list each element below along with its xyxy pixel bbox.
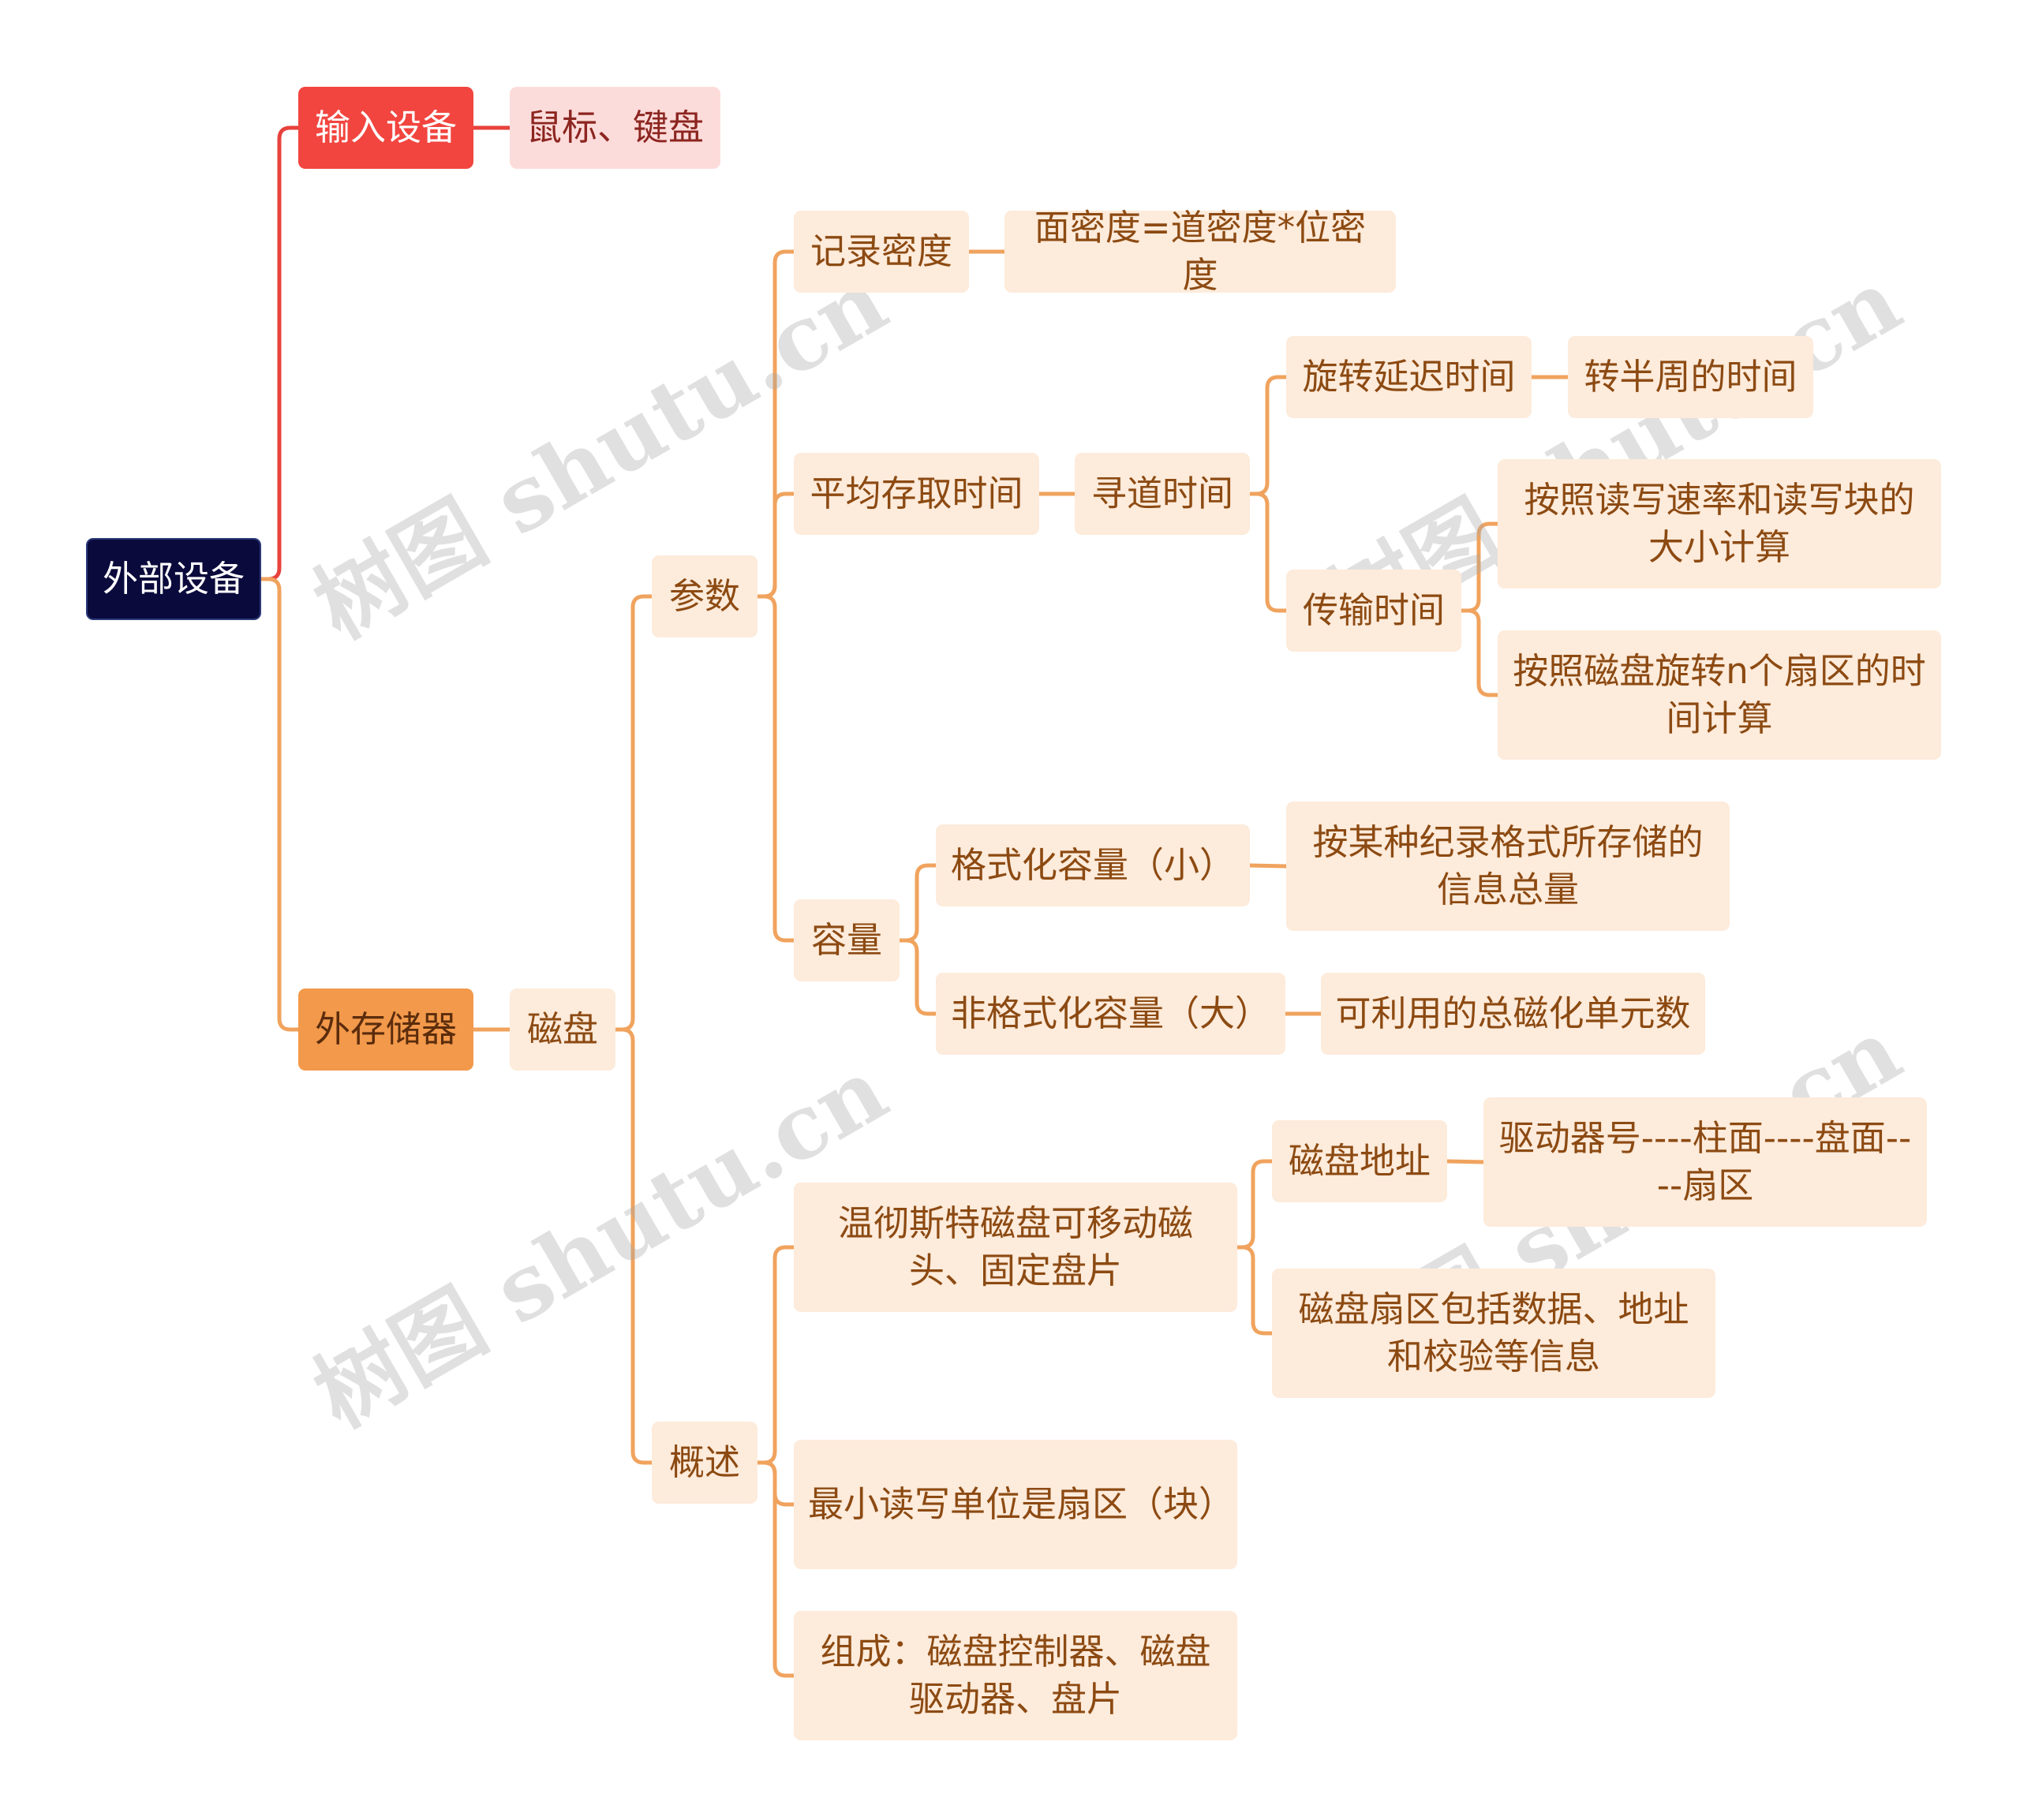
areal-density-formula-node[interactable]: 面密度=道密度*位密度 xyxy=(1004,207,1396,296)
parameters-node[interactable]: 参数 xyxy=(652,555,758,637)
connector-line xyxy=(897,863,938,943)
transfer-time-node[interactable]: 传输时间 xyxy=(1286,570,1461,652)
transfer-by-sectors-node[interactable]: 按照磁盘旋转n个扇区的时间计算 xyxy=(1498,630,1941,760)
disk-address-node[interactable]: 磁盘地址 xyxy=(1272,1120,1447,1202)
connector-line xyxy=(613,594,654,1032)
mouse-keyboard-node[interactable]: 鼠标、键盘 xyxy=(510,87,720,169)
unformatted-capacity-desc-node[interactable]: 可利用的总磁化单元数 xyxy=(1321,973,1705,1055)
minimum-unit-node[interactable]: 最小读写单位是扇区（块） xyxy=(794,1440,1237,1569)
connector-line xyxy=(897,938,938,1016)
connector-line xyxy=(1248,375,1289,496)
composition-node[interactable]: 组成：磁盘控制器、磁盘驱动器、盘片 xyxy=(794,1611,1237,1740)
connector-line xyxy=(1235,1159,1274,1250)
connector-line xyxy=(755,1245,796,1465)
connector-line xyxy=(259,577,301,1032)
overview-node[interactable]: 概述 xyxy=(652,1422,758,1504)
connector-line xyxy=(755,1460,796,1678)
rotational-latency-node[interactable]: 旋转延迟时间 xyxy=(1286,336,1532,418)
transfer-by-rate-node[interactable]: 按照读写速率和读写块的大小计算 xyxy=(1498,459,1941,589)
connector-line xyxy=(613,1027,654,1465)
half-rotation-time-node[interactable]: 转半周的时间 xyxy=(1568,336,1813,418)
connector-line xyxy=(1459,521,1500,613)
winchester-disk-node[interactable]: 温彻斯特磁盘可移动磁头、固定盘片 xyxy=(794,1183,1237,1312)
connector-line xyxy=(259,125,301,581)
disk-address-format-node[interactable]: 驱动器号----柱面----盘面----扇区 xyxy=(1483,1097,1927,1227)
external-storage-node[interactable]: 外存储器 xyxy=(298,988,473,1071)
connector-line xyxy=(1459,608,1500,697)
formatted-capacity-desc-node[interactable]: 按某种纪录格式所存储的信息总量 xyxy=(1286,802,1730,931)
recording-density-node[interactable]: 记录密度 xyxy=(794,211,969,293)
connector-line xyxy=(1445,1159,1486,1164)
seek-time-node[interactable]: 寻道时间 xyxy=(1075,453,1250,535)
average-access-time-node[interactable]: 平均存取时间 xyxy=(794,453,1039,535)
connector-line xyxy=(755,491,796,599)
connector-line xyxy=(755,594,796,943)
formatted-capacity-node[interactable]: 格式化容量（小） xyxy=(936,824,1250,906)
connector-line xyxy=(1248,491,1289,613)
disk-node[interactable]: 磁盘 xyxy=(510,988,615,1071)
root-node[interactable]: 外部设备 xyxy=(86,538,261,620)
unformatted-capacity-node[interactable]: 非格式化容量（大） xyxy=(936,973,1285,1055)
capacity-node[interactable]: 容量 xyxy=(794,899,900,981)
input-device-node[interactable]: 输入设备 xyxy=(298,87,473,169)
connector-line xyxy=(1248,863,1289,869)
connector-line xyxy=(1235,1245,1274,1336)
sector-contents-node[interactable]: 磁盘扇区包括数据、地址和校验等信息 xyxy=(1272,1269,1715,1398)
